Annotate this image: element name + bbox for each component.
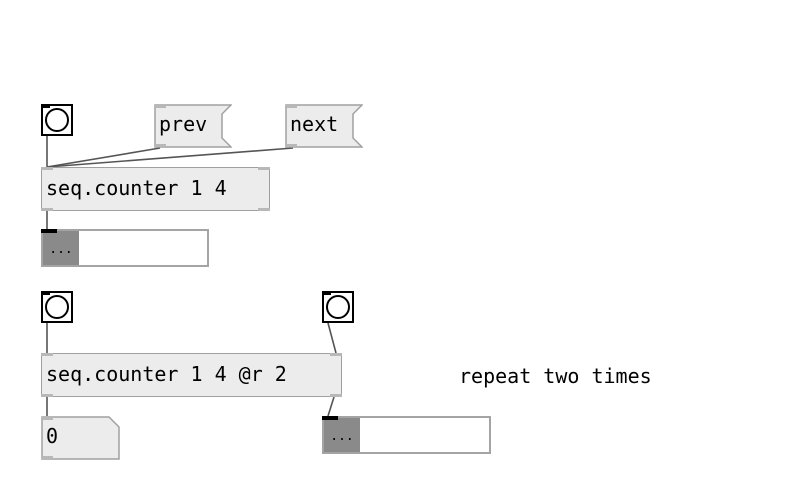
- list-view-top[interactable]: ...: [41, 229, 209, 267]
- bang-inlet: [41, 104, 50, 108]
- seq-counter-object-bottom[interactable]: seq.counter 1 4 @r 2: [41, 353, 342, 397]
- next-message-label: next: [290, 112, 339, 136]
- object-inlet-left: [41, 353, 53, 356]
- object-outlet-left: [41, 208, 53, 211]
- cord-prev-counter1: [46, 147, 161, 168]
- float-number-box[interactable]: 0: [41, 416, 121, 460]
- object-inlet-right: [330, 353, 342, 356]
- bang-circle-icon: [45, 108, 69, 132]
- list-view-menu-button[interactable]: ...: [43, 231, 79, 265]
- list-view-inlet: [41, 229, 57, 233]
- bang-button-top[interactable]: [41, 104, 73, 136]
- float-number-value: 0: [46, 424, 59, 448]
- list-view-menu-button[interactable]: ...: [324, 418, 360, 452]
- message-box-shape: [285, 104, 363, 148]
- prev-message-box[interactable]: prev: [154, 104, 232, 148]
- next-message-box[interactable]: next: [285, 104, 363, 148]
- seq-counter-bottom-label: seq.counter 1 4 @r 2: [46, 362, 287, 386]
- cord-counter2-listview: [327, 396, 335, 417]
- object-inlet-right: [258, 167, 270, 170]
- bang-circle-icon: [45, 295, 69, 319]
- object-outlet-left: [41, 394, 53, 397]
- cord-bang3-counter2: [327, 322, 337, 354]
- object-outlet-right: [258, 208, 270, 211]
- cord-next-counter1: [46, 147, 294, 168]
- object-inlet-left: [41, 167, 53, 170]
- number-box-shape: [41, 416, 120, 460]
- bang-inlet: [41, 291, 50, 295]
- seq-counter-top-label: seq.counter 1 4: [46, 176, 227, 200]
- object-outlet-right: [330, 394, 342, 397]
- list-view-bottom[interactable]: ...: [322, 416, 491, 454]
- bang-button-bottom-right[interactable]: [322, 291, 354, 323]
- bang-circle-icon: [326, 295, 350, 319]
- list-view-inlet: [322, 416, 338, 420]
- bang-button-bottom-left[interactable]: [41, 291, 73, 323]
- comment-repeat: repeat two times: [459, 364, 652, 388]
- prev-message-label: prev: [159, 112, 208, 136]
- message-box-shape: [154, 104, 232, 148]
- seq-counter-object-top[interactable]: seq.counter 1 4: [41, 167, 270, 211]
- bang-inlet: [322, 291, 331, 295]
